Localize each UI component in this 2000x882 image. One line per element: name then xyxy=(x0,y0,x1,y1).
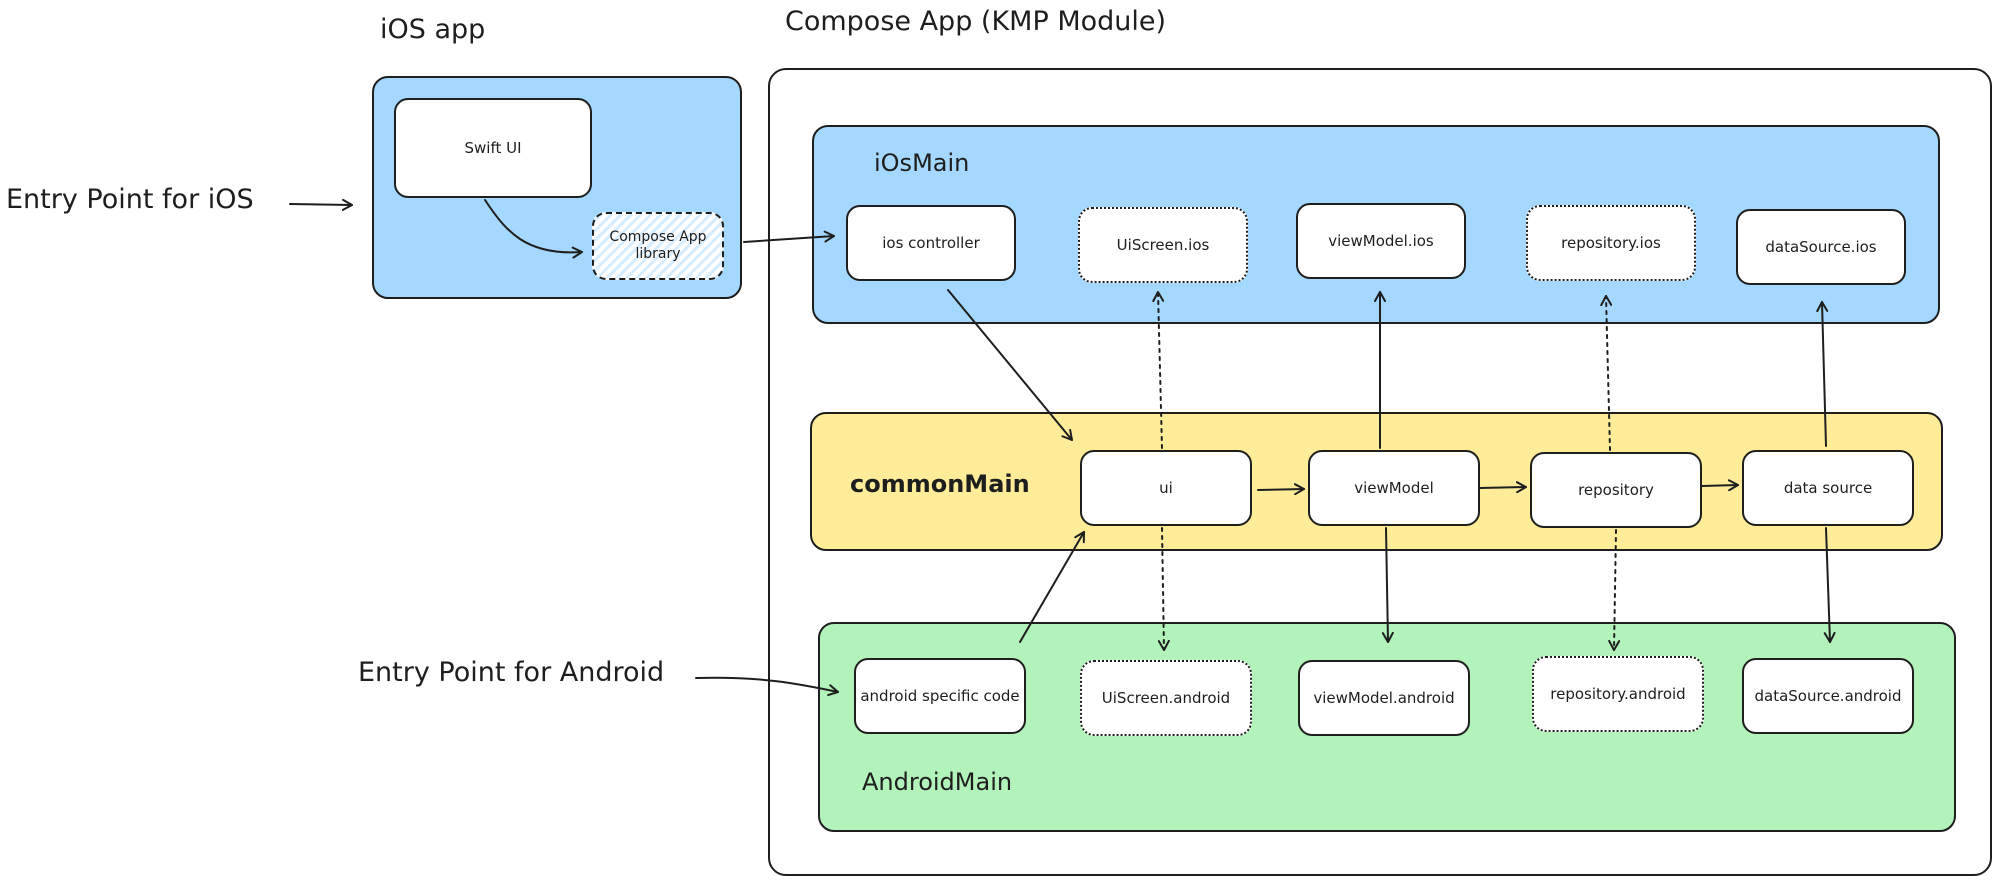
repository-android-node: repository.android xyxy=(1532,656,1704,732)
common-main-label: commonMain xyxy=(850,470,1030,498)
uiscreen-android-node: UiScreen.android xyxy=(1080,660,1252,736)
datasource-ios-node: dataSource.ios xyxy=(1736,209,1906,285)
uiscreen-ios-node: UiScreen.ios xyxy=(1078,207,1248,283)
repository-node: repository xyxy=(1530,452,1702,528)
compose-app-title: Compose App (KMP Module) xyxy=(785,6,1167,37)
ios-controller-node: ios controller xyxy=(846,205,1016,281)
data-source-node: data source xyxy=(1742,450,1914,526)
ios-entry-arrow xyxy=(289,198,353,211)
swift-ui-node: Swift UI xyxy=(394,98,592,198)
ui-node: ui xyxy=(1080,450,1252,526)
compose-app-module-box xyxy=(768,68,1992,876)
android-specific-code-node: android specific code xyxy=(854,658,1026,734)
repository-ios-node: repository.ios xyxy=(1526,205,1696,281)
ios-main-section: iOsMain ios controller UiScreen.ios view… xyxy=(812,125,1940,324)
ios-main-label: iOsMain xyxy=(874,149,970,177)
datasource-android-node: dataSource.android xyxy=(1742,658,1914,734)
viewmodel-android-node: viewModel.android xyxy=(1298,660,1470,736)
viewmodel-node: viewModel xyxy=(1308,450,1480,526)
ios-app-title: iOS app xyxy=(380,14,486,45)
compose-app-library-node: Compose App library xyxy=(592,212,724,280)
android-entry-point-label: Entry Point for Android xyxy=(358,657,665,688)
ios-entry-point-label: Entry Point for iOS xyxy=(6,184,254,215)
viewmodel-ios-node: viewModel.ios xyxy=(1296,203,1466,279)
android-main-section: android specific code UiScreen.android v… xyxy=(818,622,1956,832)
ios-app-box: Swift UI Compose App library xyxy=(372,76,742,299)
common-main-section: commonMain ui viewModel repository data … xyxy=(810,412,1943,551)
android-main-label: AndroidMain xyxy=(862,768,1013,796)
